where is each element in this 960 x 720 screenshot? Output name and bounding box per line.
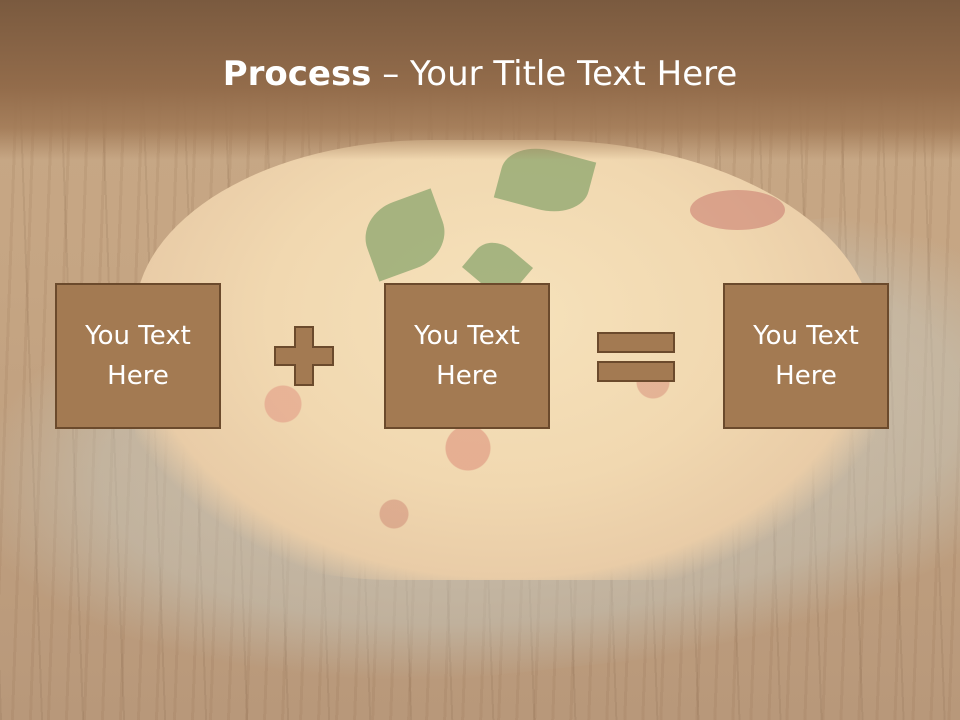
plus-icon	[274, 326, 334, 386]
process-box-2-text: You Text Here	[414, 321, 520, 391]
process-box-3-text: You Text Here	[753, 321, 859, 391]
equals-icon	[597, 332, 675, 382]
tomato	[690, 190, 785, 230]
title-band	[0, 0, 960, 160]
title-bold: Process	[222, 54, 372, 94]
process-box-1-text: You Text Here	[85, 321, 191, 391]
title-rest: – Your Title Text Here	[371, 54, 738, 94]
process-box-1[interactable]: You Text Here	[55, 283, 221, 429]
process-box-2[interactable]: You Text Here	[384, 283, 550, 429]
process-box-3[interactable]: You Text Here	[723, 283, 889, 429]
slide-title[interactable]: Process – Your Title Text Here	[0, 52, 960, 96]
